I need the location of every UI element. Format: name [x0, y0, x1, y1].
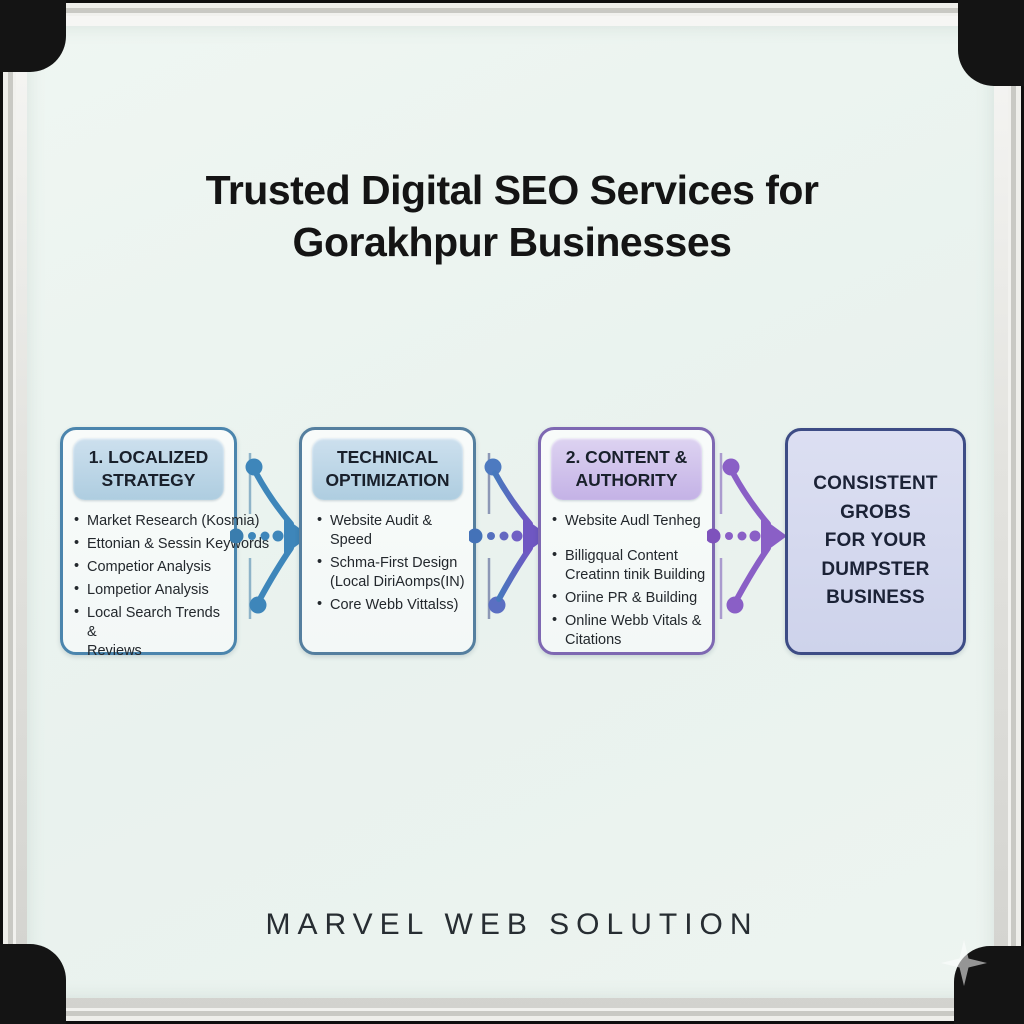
bullet-list: Website Audit & Speed Schma-First Design…: [316, 510, 471, 616]
frame-corner-bottom-left: [0, 944, 66, 1024]
list-item: Core Webb Vittalss): [316, 595, 471, 615]
list-item: Competior Analysis: [73, 557, 232, 577]
list-item: Website Audl Tenheg: [551, 510, 710, 531]
list-item: Schma-First Design (Local DiriAomps(IN): [316, 553, 471, 592]
sparkle-icon: [941, 940, 987, 986]
result-box: CONSISTENT GROBS FOR YOUR DUMPSTER BUSIN…: [785, 428, 966, 655]
flow-box-content-authority: 2. CONTENT & AUTHORITY Website Audl Tenh…: [538, 427, 715, 655]
list-item: Market Research (Kosmia): [73, 510, 259, 531]
flow-arrow-icon: [707, 453, 787, 619]
list-item: Local Search Trends & Reviews: [73, 603, 232, 661]
flow-arrow-icon: [230, 453, 310, 619]
flow-box-localized-strategy: 1. LOCALIZED STRATEGY Market Research (K…: [60, 427, 269, 659]
list-item: Website Audit & Speed: [316, 510, 471, 550]
list-item: Ettonian & Sessin Keywords: [73, 534, 269, 554]
box-header: TECHNICAL OPTIMIZATION: [311, 438, 464, 500]
result-text: CONSISTENT GROBS FOR YOUR DUMPSTER BUSIN…: [813, 473, 938, 609]
list-item: Online Webb Vitals & Citations: [551, 611, 710, 650]
brand-text: MARVEL WEB SOLUTION: [265, 908, 759, 941]
list-item: Lompetior Analysis: [73, 580, 232, 600]
page-title: Trusted Digital SEO Services for Gorakhp…: [205, 167, 819, 266]
list-item: Oriine PR & Building: [551, 588, 710, 608]
frame-corner-top-right: [958, 0, 1024, 86]
flow-box-technical-optimization: TECHNICAL OPTIMIZATION Website Audit & S…: [299, 427, 476, 655]
box-header: 1. LOCALIZED STRATEGY: [72, 438, 225, 500]
box-header: 2. CONTENT & AUTHORITY: [550, 438, 703, 500]
bullet-list: Website Audl Tenheg Billigqual Content C…: [551, 510, 710, 651]
bullet-list: Market Research (Kosmia) Ettonian & Sess…: [73, 510, 269, 662]
list-item: Billigqual Content Creatinn tinik Buildi…: [551, 546, 710, 585]
flow-arrow-icon: [469, 453, 549, 619]
frame-corner-top-left: [0, 0, 66, 72]
